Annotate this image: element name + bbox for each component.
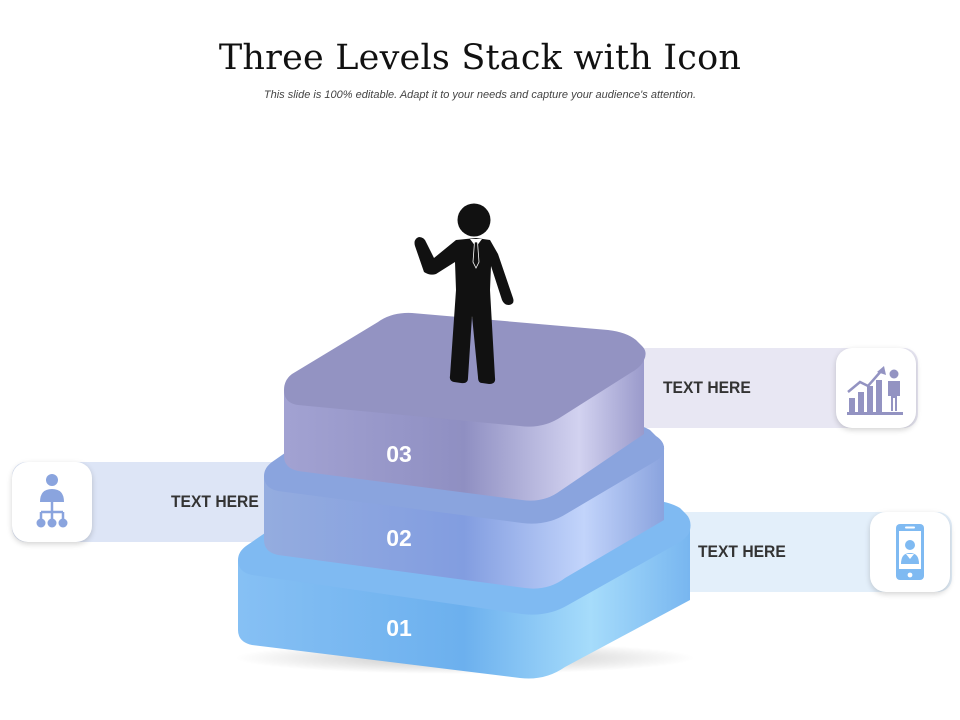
- mobile-user-icon: [896, 524, 924, 580]
- label-level-03: TEXT HERE: [663, 378, 751, 397]
- label-level-01: TEXT HERE: [698, 542, 786, 561]
- label-level-02: TEXT HERE: [171, 492, 259, 511]
- level-number-01: 01: [386, 615, 412, 641]
- icon-box-level-02: [12, 462, 92, 542]
- growth-chart-person-icon: [847, 366, 903, 415]
- slide-subtitle: This slide is 100% editable. Adapt it to…: [263, 89, 697, 101]
- icon-box-level-01: [870, 512, 950, 592]
- level-number-03: 03: [386, 441, 412, 467]
- icon-box-level-03: [836, 348, 916, 428]
- slide-title: Three Levels Stack with Icon: [218, 38, 742, 78]
- level-number-02: 02: [386, 525, 412, 551]
- hierarchy-user-icon: [36, 474, 68, 528]
- businessman-icon: [414, 203, 514, 384]
